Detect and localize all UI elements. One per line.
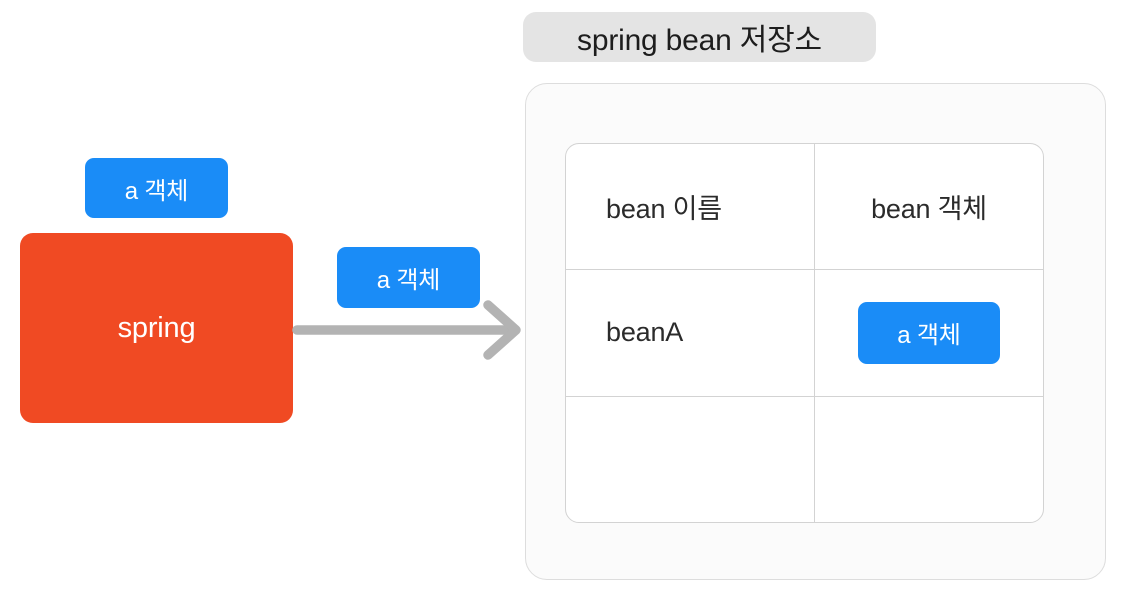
bean-name-value: beanA (606, 317, 684, 348)
spring-container-box: spring (20, 233, 293, 423)
header-bean-object-text: bean 객체 (871, 194, 987, 225)
cell-bean-name-empty (566, 397, 814, 522)
flow-arrow-right-icon (292, 300, 521, 360)
table-row: beanA a 객체 (566, 269, 1043, 396)
header-cell-bean-object: bean 객체 (814, 144, 1043, 270)
table-header-row: bean 이름 bean 객체 (566, 144, 1043, 270)
storage-title-text: spring bean 저장소 (577, 24, 822, 57)
table-row (566, 395, 1043, 522)
storage-title-pill: spring bean 저장소 (523, 12, 876, 62)
object-badge-in-transit: a 객체 (337, 247, 480, 308)
header-bean-name-text: bean 이름 (606, 194, 722, 225)
bean-table: bean 이름 bean 객체 beanA a 객체 (565, 143, 1044, 523)
header-cell-bean-name: bean 이름 (566, 144, 814, 269)
arrow-head (483, 300, 521, 360)
bean-object-badge-label: a 객체 (897, 322, 961, 350)
cell-bean-name: beanA (566, 270, 814, 395)
spring-label: spring (117, 311, 196, 344)
object-badge-source: a 객체 (85, 158, 228, 218)
object-badge-source-label: a 객체 (124, 177, 189, 205)
bean-object-badge: a 객체 (858, 301, 1000, 364)
cell-bean-object-empty (814, 396, 1043, 522)
cell-bean-object: a 객체 (814, 270, 1043, 396)
object-badge-in-transit-label: a 객체 (376, 267, 441, 294)
